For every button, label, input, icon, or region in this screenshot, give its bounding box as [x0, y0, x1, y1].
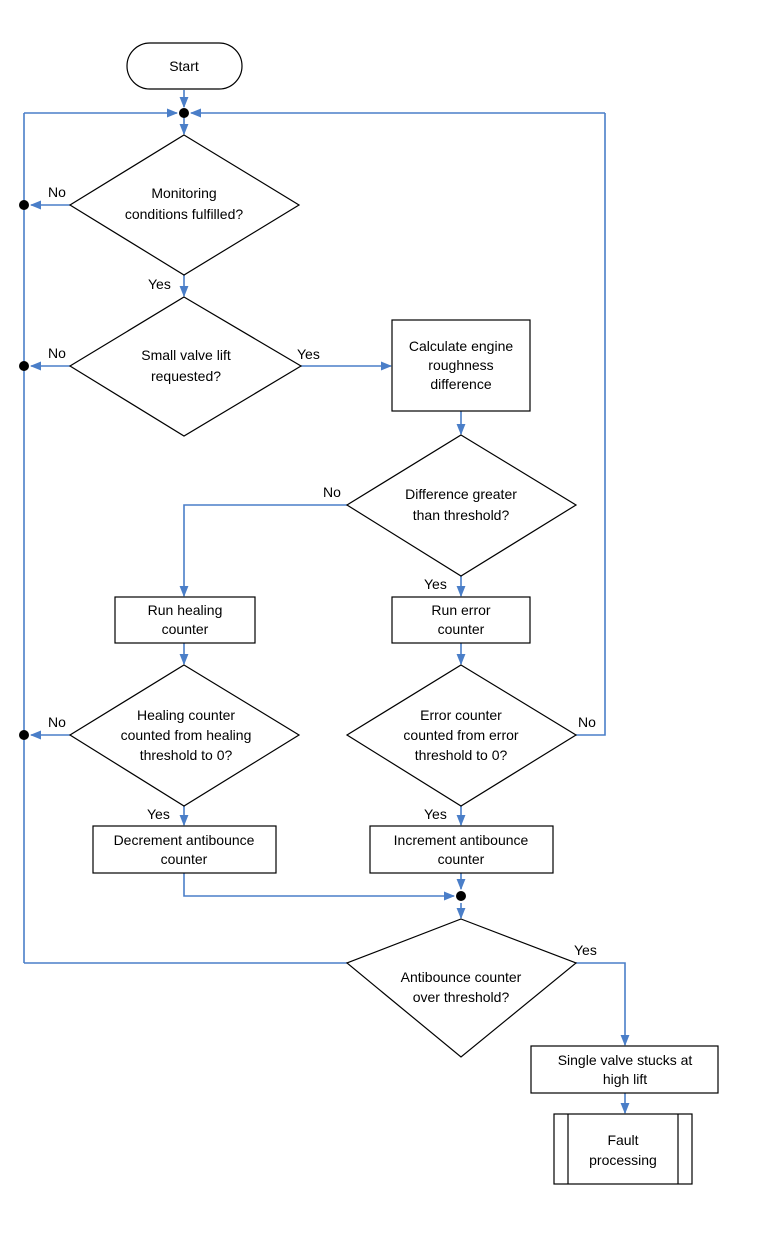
fault-processing-subprocess: Fault processing: [553, 1113, 693, 1185]
label-diff-no: No: [323, 484, 341, 500]
monitoring-label-line1: Monitoring: [151, 185, 216, 201]
label-diff-yes: Yes: [424, 576, 447, 592]
label-healing-no: No: [48, 714, 66, 730]
error-check-line2: counted from error: [403, 727, 518, 743]
calc-label-line3: difference: [430, 376, 491, 392]
junction-dot-left-healing: [19, 730, 29, 740]
decrement-label-line2: counter: [161, 851, 208, 867]
diff-threshold-decision: Difference greater than threshold?: [345, 434, 578, 577]
monitoring-decision: Monitoring conditions fulfilled?: [68, 134, 301, 276]
edge-decrement-to-junction: [183, 873, 456, 901]
label-healing-yes: Yes: [147, 806, 170, 822]
healing-check-line1: Healing counter: [137, 707, 235, 723]
connectors: [23, 90, 630, 1115]
calc-roughness-process: Calculate engine roughness difference: [391, 319, 531, 412]
label-error-no: No: [578, 714, 596, 730]
healing-check-line2: counted from healing: [121, 727, 252, 743]
label-antibounce-yes: Yes: [574, 942, 597, 958]
error-label-line1: Run error: [431, 602, 490, 618]
error-check-line1: Error counter: [420, 707, 502, 723]
label-small-lift-no: No: [48, 345, 66, 361]
calc-label-line2: roughness: [428, 357, 493, 373]
increment-label-line1: Increment antibounce: [394, 832, 529, 848]
edge-diff-no: [179, 504, 347, 598]
antibounce-label-line1: Antibounce counter: [401, 969, 522, 985]
antibounce-decision: Antibounce counter over threshold?: [345, 918, 578, 1058]
small-lift-label-line1: Small valve lift: [141, 347, 231, 363]
antibounce-label-line2: over threshold?: [413, 989, 510, 1005]
decrement-process: Decrement antibounce counter: [92, 825, 277, 874]
label-error-yes: Yes: [424, 806, 447, 822]
healing-label-line2: counter: [162, 621, 209, 637]
increment-process: Increment antibounce counter: [369, 825, 554, 874]
valve-stuck-process: Single valve stucks at high lift: [530, 1045, 719, 1094]
label-monitoring-no: No: [48, 184, 66, 200]
small-lift-decision: Small valve lift requested?: [68, 296, 303, 437]
label-monitoring-yes: Yes: [148, 276, 171, 292]
start-node: Start: [126, 42, 243, 90]
error-check-decision: Error counter counted from error thresho…: [345, 664, 578, 807]
valve-stuck-line1: Single valve stucks at: [558, 1052, 693, 1068]
healing-label-line1: Run healing: [148, 602, 223, 618]
diff-label-line1: Difference greater: [405, 486, 517, 502]
error-label-line2: counter: [438, 621, 485, 637]
small-lift-label-line2: requested?: [151, 368, 221, 384]
error-check-line3: threshold to 0?: [415, 747, 508, 763]
edge-labels: No Yes No Yes No Yes No Yes No Yes Yes: [48, 184, 597, 958]
edge-antibounce-yes: [576, 962, 630, 1047]
run-healing-process: Run healing counter: [114, 596, 256, 644]
junction-dot-bottom: [456, 891, 466, 901]
fault-label-line2: processing: [589, 1152, 657, 1168]
junction-dot-top: [179, 108, 189, 118]
increment-label-line2: counter: [438, 851, 485, 867]
decrement-label-line1: Decrement antibounce: [114, 832, 255, 848]
label-small-lift-yes: Yes: [297, 346, 320, 362]
diff-label-line2: than threshold?: [413, 507, 510, 523]
fault-label-line1: Fault: [607, 1132, 638, 1148]
monitoring-label-line2: conditions fulfilled?: [125, 206, 244, 222]
edge-error-no: [576, 113, 606, 736]
calc-label-line1: Calculate engine: [409, 338, 514, 354]
valve-stuck-line2: high lift: [603, 1071, 647, 1087]
junction-dot-left-small-lift: [19, 361, 29, 371]
healing-check-line3: threshold to 0?: [140, 747, 233, 763]
run-error-process: Run error counter: [391, 596, 531, 644]
junction-dot-left-monitoring: [19, 200, 29, 210]
healing-check-decision: Healing counter counted from healing thr…: [68, 664, 301, 807]
start-label: Start: [169, 58, 199, 74]
